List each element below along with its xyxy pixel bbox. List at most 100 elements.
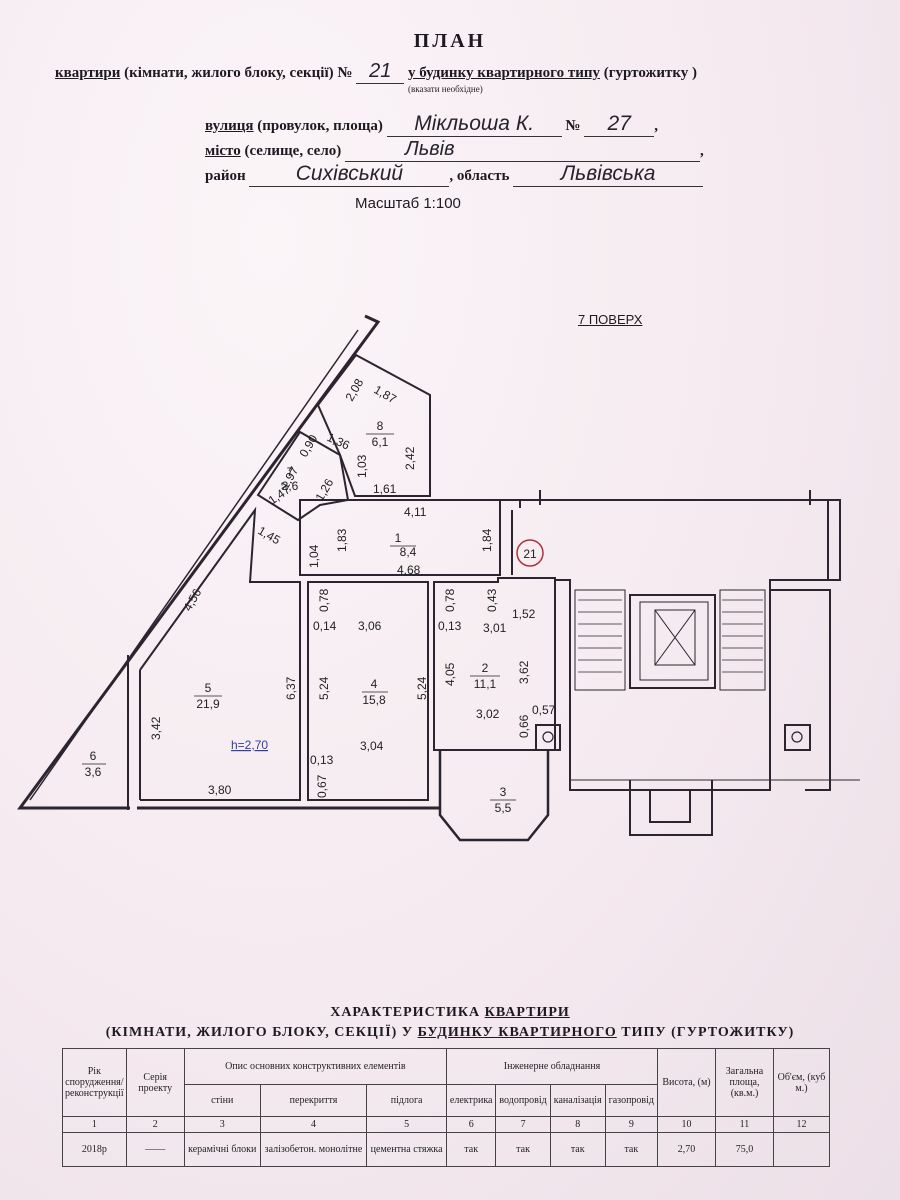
room-6-area: 3,6 [85, 765, 102, 779]
hdr-walls: стіни [183, 1084, 261, 1117]
room-5-area: 21,9 [196, 697, 220, 711]
characteristics-title: ХАРАКТЕРИСТИКА КВАРТИРИ (КІМНАТИ, ЖИЛОГО… [0, 1005, 900, 1041]
room-1-area: 8,4 [400, 545, 417, 559]
room-2-number: 2 [482, 661, 489, 675]
city-hint: (селище, село) [244, 143, 342, 159]
dim-label: 3,80 [208, 783, 232, 797]
dim-label: 0,13 [438, 619, 462, 633]
dim-label: 3,42 [149, 716, 163, 740]
dim-label: 4,05 [443, 662, 457, 686]
ceiling-height: h=2,70 [231, 738, 268, 752]
room-2-area: 11,1 [474, 677, 497, 691]
hdr-height: Висота, (м) [657, 1048, 716, 1117]
city-value: Львів [345, 138, 701, 162]
house-number-label: № [565, 118, 581, 134]
characteristics-title-b: КВАРТИРИ [484, 1005, 570, 1020]
val-volume [773, 1132, 830, 1167]
apartment-marker-circle [516, 539, 544, 567]
dim-label: 1,61 [373, 482, 397, 496]
header-line: квартири (кімнати, жилого блоку, секції)… [55, 60, 697, 84]
header-dormitory: (гуртожитку ) [603, 65, 698, 81]
dim-label: 1,45 [256, 523, 284, 547]
dim-label: 0,13 [310, 753, 334, 767]
characteristics-table: Рік спорудження/ реконструкції Серія про… [62, 1048, 830, 1167]
dim-label: 1,03 [355, 454, 369, 478]
hdr-series: Серія проекту [125, 1048, 185, 1117]
region-value: Львівська [513, 162, 704, 187]
apartment-marker-text: 21 [523, 547, 537, 561]
dim-label: 1,87 [372, 382, 400, 406]
val-walls: керамічні блоки [183, 1132, 261, 1167]
dim-label: 2,42 [403, 446, 417, 470]
col-number: 11 [715, 1116, 774, 1133]
val-series: —— [125, 1132, 185, 1167]
dimension-labels: 2,08 1,87 2,42 1,03 1,61 1,36 0,90 1,97 … [149, 376, 556, 798]
col-number: 1 [62, 1116, 127, 1133]
room-labels: 1 8,4 2 11,1 3 5,5 4 15,8 5 21,9 6 3,6 7… [85, 419, 512, 815]
header-building-type: у будинку квартирного типу [407, 65, 600, 81]
dim-label: 0,78 [317, 588, 331, 612]
dim-label: 5,24 [317, 676, 331, 700]
col-number: 10 [657, 1116, 716, 1133]
characteristics-subtitle-c: ТИПУ (ГУРТОЖИТКУ) [621, 1025, 795, 1040]
dim-label: 0,67 [315, 774, 329, 798]
val-slab: залізобетон. монолітне [259, 1132, 368, 1167]
header-alternatives: (кімнати, жилого блоку, секції) [124, 65, 334, 81]
val-water: так [495, 1132, 551, 1167]
room-3-area: 5,5 [495, 801, 512, 815]
col-number: 3 [183, 1116, 261, 1133]
val-height: 2,70 [657, 1132, 716, 1167]
dim-label: 2,08 [342, 376, 366, 404]
hdr-slab: перекриття [259, 1084, 368, 1117]
hdr-year: Рік спорудження/ реконструкції [62, 1048, 127, 1117]
house-number-value: 27 [584, 112, 655, 137]
hdr-water: водопровід [495, 1084, 551, 1117]
room-3-number: 3 [500, 785, 507, 799]
dim-label: 4,68 [397, 563, 421, 577]
col-number: 7 [495, 1116, 551, 1133]
val-sewer: так [549, 1132, 606, 1167]
dim-label: 1,52 [512, 607, 536, 621]
hdr-sewer: каналізація [549, 1084, 606, 1117]
col-number: 8 [549, 1116, 606, 1133]
dim-label: 1,04 [307, 544, 321, 568]
dim-label: 0,43 [485, 588, 499, 612]
header-note: (вказати необхідне) [408, 84, 483, 94]
dim-label: 0,78 [443, 588, 457, 612]
plan-walls [17, 314, 860, 842]
street-hint: (провулок, площа) [257, 118, 383, 134]
apartment-number: 21 [356, 60, 405, 84]
region-label: область [456, 168, 510, 184]
room-4-area: 15,8 [362, 693, 386, 707]
document-title: ПЛАН [413, 30, 487, 52]
characteristics-subtitle-a: (КІМНАТИ, ЖИЛОГО БЛОКУ, СЕКЦІЇ) У [105, 1025, 414, 1040]
hdr-volume: Об'єм, (куб м.) [773, 1048, 830, 1117]
street-label: вулиця [205, 118, 254, 134]
dim-label: 3,62 [517, 660, 531, 684]
street-line: вулиця (провулок, площа) Мікльоша К. № 2… [205, 112, 658, 137]
room-6-number: 6 [90, 749, 97, 763]
dim-label: 0,66 [517, 714, 531, 738]
district-line: район Сихівський, область Львівська [205, 162, 704, 187]
dim-label: 5,24 [415, 676, 429, 700]
dim-label: 0,14 [313, 619, 337, 633]
room-1-number: 1 [395, 531, 402, 545]
val-year: 2018р [62, 1132, 127, 1167]
dim-label: 4,11 [404, 505, 427, 519]
district-value: Сихівський [249, 162, 450, 187]
hdr-elements: Опис основних конструктивних елементів [183, 1048, 448, 1085]
room-7-area: 2,6 [282, 479, 299, 493]
dim-label: 0,90 [296, 432, 320, 460]
dim-label: 1,83 [335, 528, 349, 552]
hdr-total-area: Загальна площа, (кв.м.) [715, 1048, 774, 1117]
header-apartment-word: квартири [55, 65, 121, 81]
col-number: 5 [366, 1116, 448, 1133]
scale-label: Масштаб 1:100 [355, 195, 461, 212]
room-7-number: 7 [287, 465, 294, 479]
val-gas: так [604, 1132, 659, 1167]
room-8-area: 6,1 [372, 435, 389, 449]
col-number: 9 [604, 1116, 659, 1133]
room-8-number: 8 [377, 419, 384, 433]
room-4-number: 4 [371, 677, 378, 691]
col-number: 6 [446, 1116, 497, 1133]
